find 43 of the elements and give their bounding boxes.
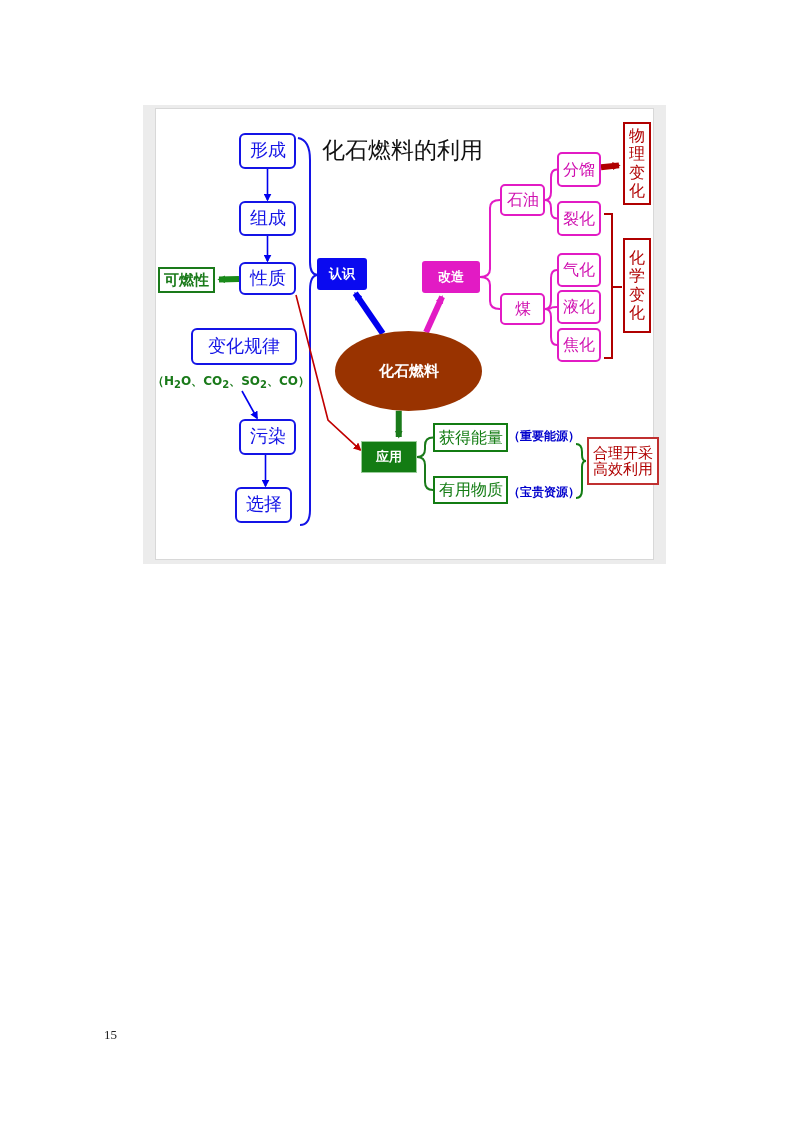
topic-box: 应用	[361, 441, 417, 473]
process-box: 石油	[500, 184, 545, 216]
process-box: 分馏	[557, 152, 601, 187]
note-text: （宝贵资源）	[508, 484, 580, 501]
title: 化石燃料的利用	[322, 137, 483, 165]
concept-box: 形成	[239, 133, 296, 169]
process-box: 液化	[557, 290, 601, 324]
topic-box: 认识	[317, 258, 367, 290]
arrow	[263, 235, 272, 263]
arrow	[261, 454, 270, 488]
topic-box: 改造	[422, 261, 480, 293]
property-box: 可燃性	[158, 267, 215, 293]
page-number: 15	[104, 1027, 117, 1043]
concept-box: 污染	[239, 419, 296, 455]
concept-box: 性质	[239, 262, 296, 295]
note-text: （H$_{2}$O、CO$_{2}$、SO$_{2}$、CO）	[152, 373, 311, 391]
conclusion-box: 合理开采高效利用	[587, 437, 659, 485]
concept-box: 变化规律	[191, 328, 297, 365]
connector-line	[416, 456, 434, 491]
concept-box: 组成	[239, 201, 296, 236]
note-text: （重要能源）	[508, 428, 580, 445]
process-box: 气化	[557, 253, 601, 287]
arrow	[600, 162, 621, 171]
connector-line	[544, 269, 558, 310]
connector-line	[544, 199, 558, 220]
arrow	[241, 390, 258, 420]
process-box: 焦化	[557, 328, 601, 362]
connector-line	[479, 276, 501, 310]
arrow	[423, 295, 445, 334]
arrow	[263, 168, 272, 202]
connector-line	[544, 308, 558, 346]
arrow	[295, 294, 362, 451]
category-box: 物理变化	[623, 122, 651, 205]
concept-box: 选择	[235, 487, 292, 523]
category-box: 化学变化	[623, 238, 651, 333]
arrow	[217, 275, 240, 284]
concept-box: 获得能量	[433, 423, 508, 452]
arrow	[352, 291, 386, 336]
connector-line	[544, 168, 558, 201]
process-box: 裂化	[557, 201, 601, 236]
process-box: 煤	[500, 293, 545, 325]
concept-box: 有用物质	[433, 476, 508, 504]
arrow	[394, 410, 403, 439]
